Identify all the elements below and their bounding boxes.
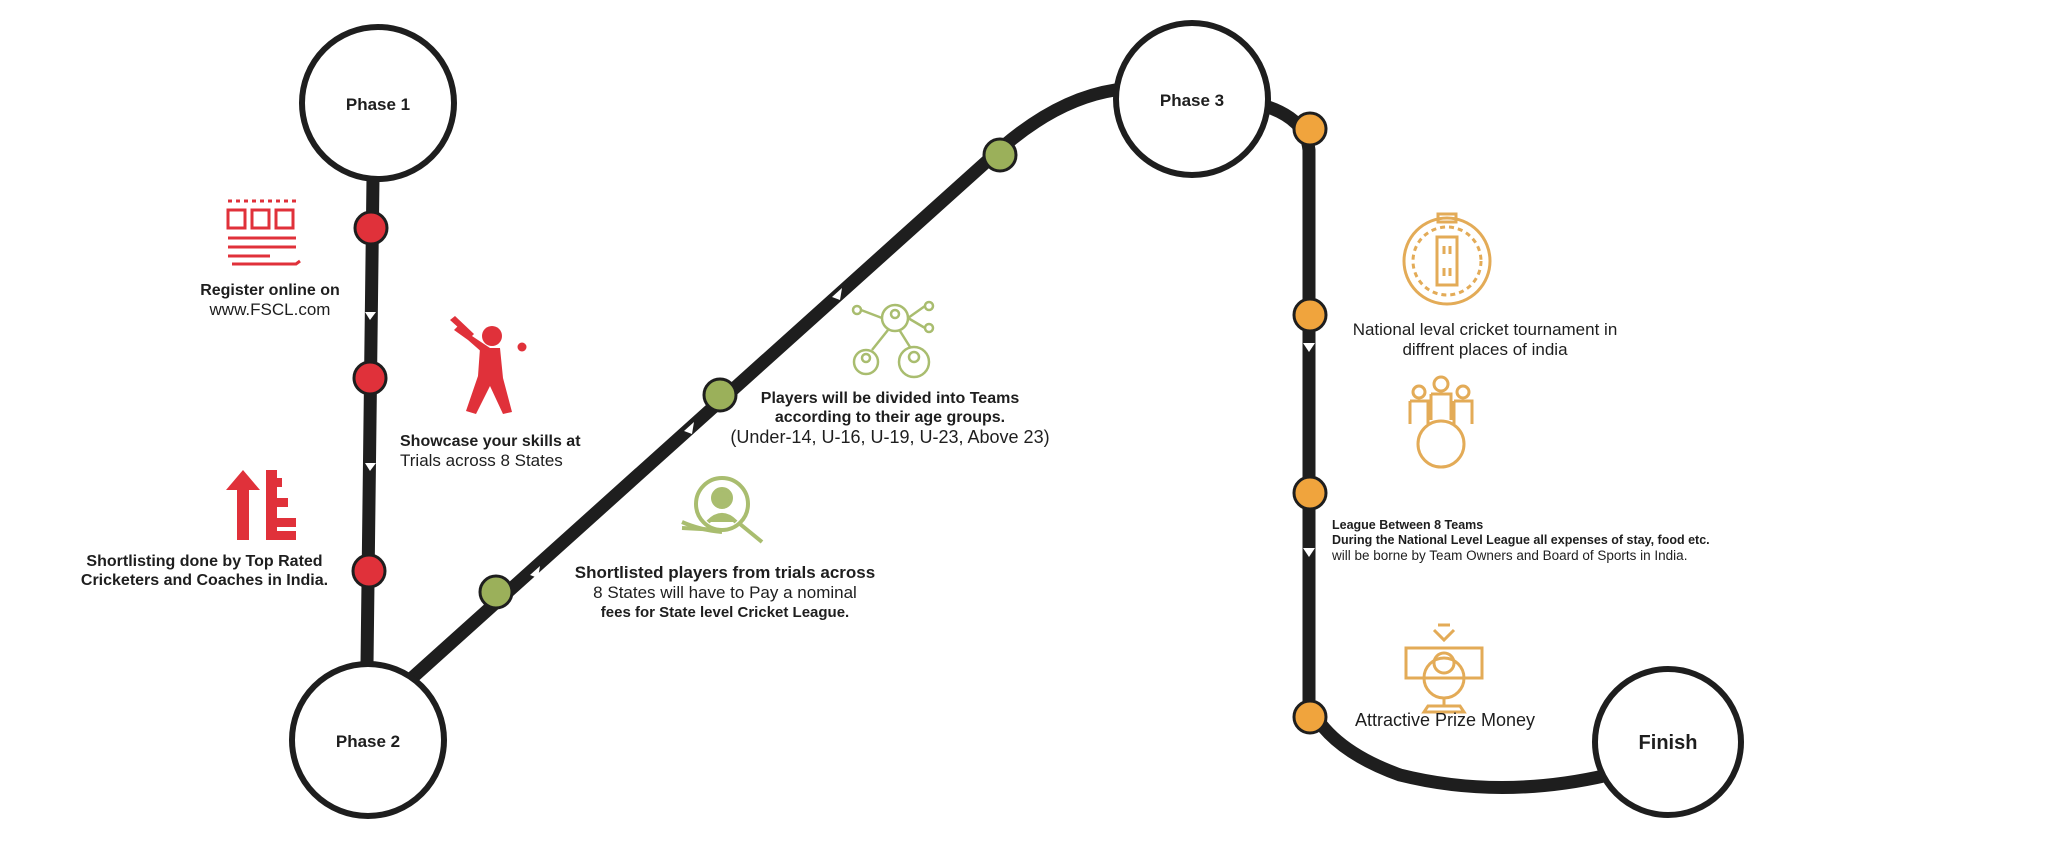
step-shortlisted-players: Shortlisted players from trials across 8… <box>560 563 890 622</box>
cricket-batsman-icon <box>450 316 527 414</box>
step-national-line1: National leval cricket tournament in <box>1352 320 1618 339</box>
arrow-marker <box>1303 548 1315 557</box>
arrow-marker <box>365 312 376 320</box>
step-shortlisted-line1: Shortlisted players from trials across <box>574 563 876 582</box>
phase3-label: Phase 3 <box>1159 91 1225 110</box>
phase1-label: Phase 1 <box>345 95 411 114</box>
step-prize: Attractive Prize Money <box>1340 710 1550 732</box>
phase-nodes <box>289 20 1744 819</box>
step-showcase: Showcase your skills at Trials across 8 … <box>400 432 620 472</box>
step-teams-line3: (Under-14, U-16, U-19, U-23, Above 23) <box>730 427 1050 448</box>
track-arrows <box>365 288 1315 578</box>
step-national: National leval cricket tournament in dif… <box>1320 320 1650 361</box>
step-shortlisting-line1: Shortlisting done by Top Rated <box>86 553 323 570</box>
step-register: Register online on www.FSCL.com <box>150 281 390 321</box>
registration-form-icon <box>226 199 301 266</box>
step-register-line2: www.FSCL.com <box>209 300 331 320</box>
milestone-dot <box>351 553 387 589</box>
milestone-dot <box>1292 111 1328 147</box>
step-showcase-line1: Showcase your skills at <box>400 433 581 450</box>
phase3-node <box>1113 20 1271 178</box>
step-shortlisted-line3: fees for State level Cricket League. <box>600 603 850 621</box>
milestone-dot <box>353 210 389 246</box>
ranking-arrow-icon <box>226 470 296 540</box>
step-teams-line1: Players will be divided into Teams <box>760 390 1020 407</box>
milestones-phase2 <box>478 137 1018 610</box>
team-network-icon <box>851 300 935 379</box>
milestones-phase3 <box>1292 111 1328 735</box>
milestone-dot <box>478 574 514 610</box>
milestone-dot <box>982 137 1018 173</box>
step-prize-line1: Attractive Prize Money <box>1354 710 1536 730</box>
player-search-icon <box>681 476 764 544</box>
step-shortlisted-line2: 8 States will have to Pay a nominal <box>593 583 857 603</box>
arrow-marker <box>832 288 842 300</box>
step-shortlisting-line2: Cricketers and Coaches in India. <box>80 572 329 590</box>
step-national-line2: diffrent places of india <box>1402 340 1568 360</box>
arrow-marker <box>530 566 540 578</box>
milestone-dot <box>1292 475 1328 511</box>
milestone-dot <box>702 377 738 413</box>
step-teams-line2: according to their age groups. <box>774 409 1006 427</box>
cricket-pitch-icon <box>1402 212 1492 306</box>
step-league-line2: During the National Level League all exp… <box>1332 533 1710 547</box>
phase2-node <box>289 661 447 819</box>
step-league: League Between 8 Teams During the Nation… <box>1332 518 1772 564</box>
milestones-phase1 <box>351 210 389 589</box>
milestone-dot <box>1292 699 1328 735</box>
track-phase3-finish <box>1255 98 1615 794</box>
finish-label: Finish <box>1638 732 1698 754</box>
step-shortlisting: Shortlisting done by Top Rated Cricketer… <box>62 552 347 590</box>
step-league-line3: will be borne by Team Owners and Board o… <box>1332 548 1688 563</box>
arrow-marker <box>1303 343 1315 352</box>
phase2-label: Phase 2 <box>335 732 401 751</box>
milestone-dot <box>1292 297 1328 333</box>
finish-node <box>1592 666 1744 818</box>
track-phase1-phase2 <box>360 171 380 671</box>
step-showcase-line2: Trials across 8 States <box>400 451 563 471</box>
milestone-dot <box>352 360 388 396</box>
arrow-marker <box>365 463 376 471</box>
team-group-icon <box>1408 375 1474 469</box>
phase1-node <box>299 24 457 182</box>
step-league-line1: League Between 8 Teams <box>1332 518 1484 532</box>
step-teams: Players will be divided into Teams accor… <box>700 389 1080 449</box>
arrow-marker <box>684 422 694 434</box>
step-register-line1: Register online on <box>200 282 340 299</box>
prize-money-icon <box>1404 623 1484 714</box>
